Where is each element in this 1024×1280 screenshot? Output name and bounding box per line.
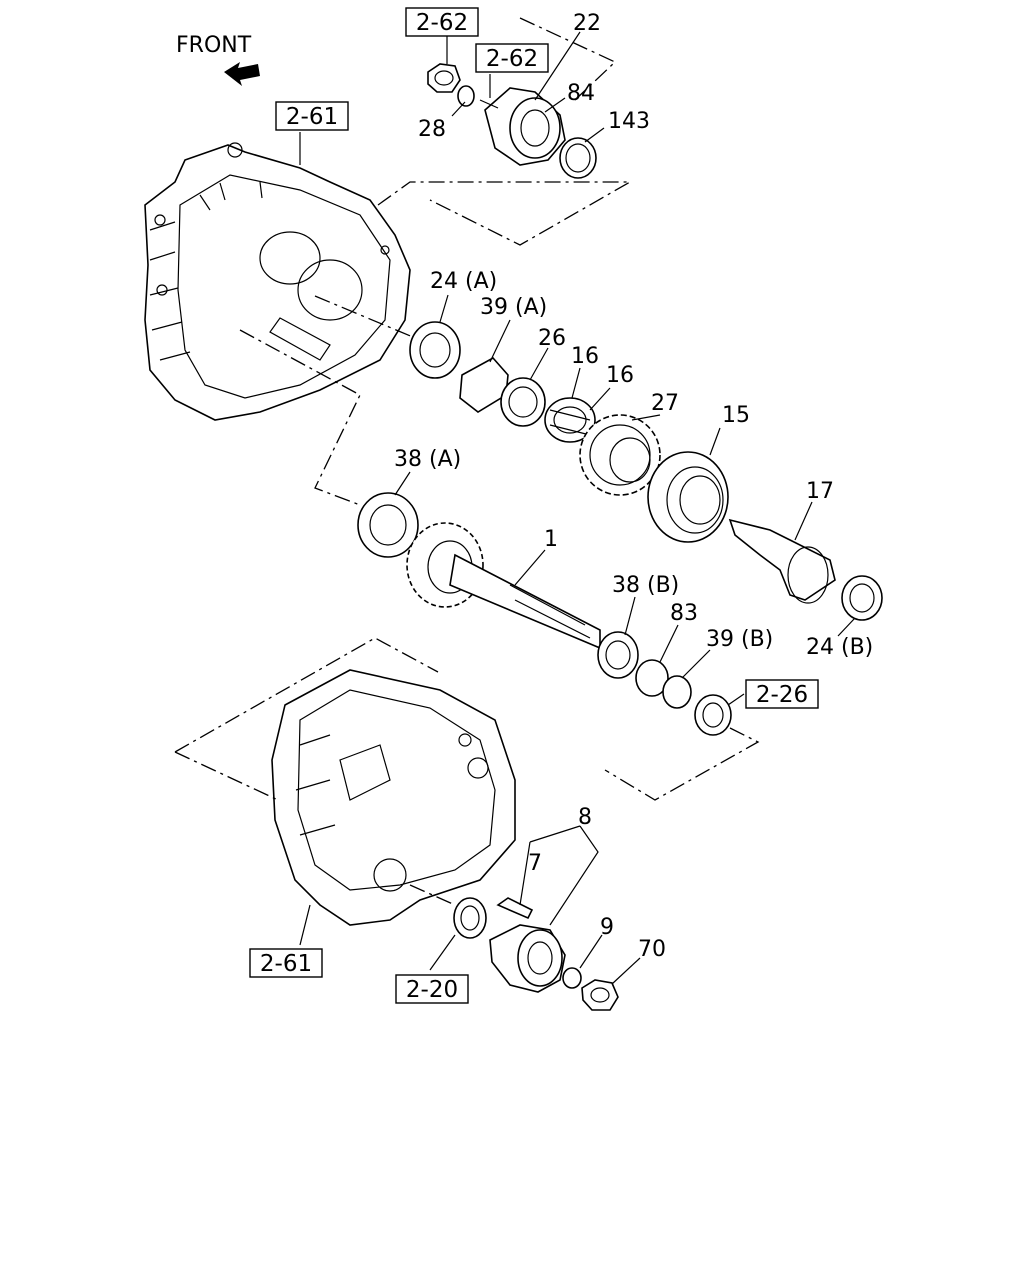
label-39b: 39 (B) bbox=[706, 627, 773, 652]
hub-17 bbox=[728, 518, 836, 604]
bearing-24b bbox=[841, 575, 883, 621]
label-8: 8 bbox=[578, 805, 592, 830]
ref-2-62-top: 2-62 bbox=[416, 10, 468, 36]
nut-70 bbox=[581, 979, 619, 1011]
ring-39b bbox=[662, 675, 692, 709]
bearing-38a bbox=[357, 492, 419, 558]
ref-2-61-upper: 2-61 bbox=[286, 104, 338, 130]
label-7: 7 bbox=[528, 851, 542, 876]
ref-2-61-lower: 2-61 bbox=[260, 951, 312, 977]
label-28: 28 bbox=[418, 117, 446, 142]
sleeve-15 bbox=[647, 451, 729, 543]
lower-transfer-case bbox=[271, 669, 516, 926]
snap-ring-83 bbox=[635, 659, 669, 697]
label-38b: 38 (B) bbox=[612, 573, 679, 598]
label-27: 27 bbox=[651, 391, 679, 416]
ref-2-20: 2-20 bbox=[406, 977, 458, 1003]
label-24b: 24 (B) bbox=[806, 635, 873, 660]
ring-26 bbox=[500, 377, 546, 427]
label-15: 15 bbox=[722, 403, 750, 428]
nut-part bbox=[427, 63, 461, 93]
gear-27 bbox=[579, 414, 661, 496]
front-arrow-icon bbox=[224, 62, 260, 86]
label-9: 9 bbox=[600, 915, 614, 940]
bearing-24a bbox=[409, 321, 461, 379]
label-16b: 16 bbox=[606, 363, 634, 388]
label-24a: 24 (A) bbox=[430, 269, 497, 294]
label-22: 22 bbox=[573, 11, 601, 36]
needle-bearing-2-26 bbox=[694, 694, 732, 736]
ref-2-26: 2-26 bbox=[756, 682, 808, 708]
label-143: 143 bbox=[608, 109, 650, 134]
label-16a: 16 bbox=[571, 344, 599, 369]
label-1: 1 bbox=[544, 527, 558, 552]
bolt-7 bbox=[496, 897, 534, 920]
front-label: FRONT bbox=[176, 33, 252, 58]
upper-transfer-case bbox=[144, 142, 411, 421]
label-84: 84 bbox=[567, 81, 595, 106]
label-17: 17 bbox=[806, 479, 834, 504]
o-ring-9 bbox=[562, 967, 582, 989]
mainshaft-1 bbox=[406, 522, 601, 650]
label-26: 26 bbox=[538, 326, 566, 351]
needle-bearing-16 bbox=[544, 397, 596, 443]
bearing-38b bbox=[597, 631, 639, 679]
ref-2-62-flange: 2-62 bbox=[486, 46, 538, 72]
flange-22 bbox=[479, 87, 566, 166]
seal-2-20 bbox=[453, 897, 487, 939]
flange-8 bbox=[489, 924, 566, 993]
label-39a: 39 (A) bbox=[480, 295, 547, 320]
label-83: 83 bbox=[670, 601, 698, 626]
label-70: 70 bbox=[638, 937, 666, 962]
o-ring-28 bbox=[457, 85, 475, 107]
label-38a: 38 (A) bbox=[394, 447, 461, 472]
